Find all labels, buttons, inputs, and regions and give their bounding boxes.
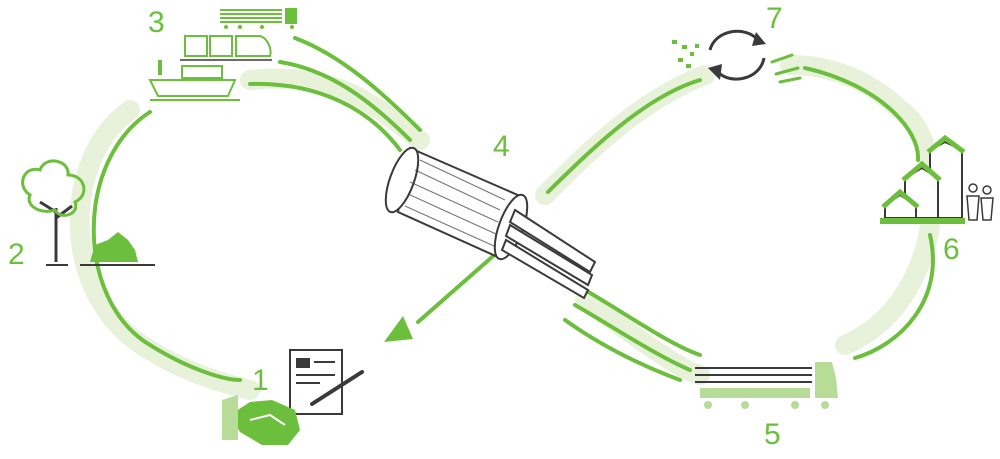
recycle-icon [672, 29, 802, 84]
handshake-contract-icon [222, 349, 364, 445]
tree-harvest-icon [21, 159, 155, 266]
step-6-label: 6 [943, 233, 960, 266]
loop-path [91, 36, 935, 382]
buildings-family-icon [880, 134, 994, 224]
step-1-label: 1 [252, 364, 269, 397]
step-2-label: 2 [8, 238, 25, 271]
transport-ship-train-truck-icon [148, 8, 297, 101]
step-5-label: 5 [764, 418, 781, 451]
step-4-label: 4 [493, 130, 510, 163]
step-7-label: 7 [766, 2, 783, 35]
truck-delivery-icon [695, 362, 838, 409]
pipe-manufacturing-icon [384, 146, 597, 300]
step-3-label: 3 [148, 6, 165, 39]
direction-arrow-icon [384, 316, 413, 342]
